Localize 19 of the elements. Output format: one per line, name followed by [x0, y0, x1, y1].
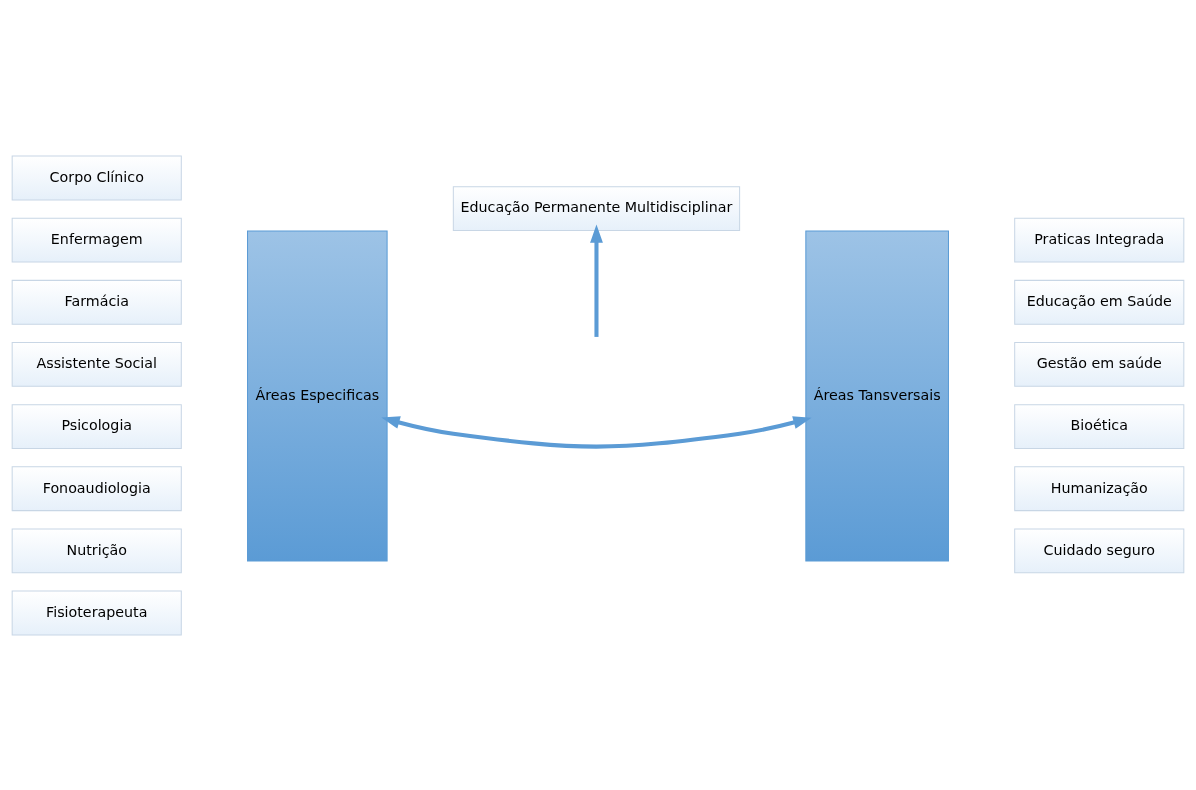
node-box: Áreas Especificas	[247, 229, 388, 562]
node-box: Educação em Saúde	[1014, 279, 1185, 325]
node-box: Nutrição	[11, 527, 182, 573]
node-box: Fonoaudiologia	[11, 465, 182, 511]
node-box: Corpo Clínico	[11, 155, 182, 200]
node-box: Farmácia	[11, 279, 182, 325]
node-box: Educação Permanente Multidisciplinar	[452, 185, 741, 231]
arrow	[590, 223, 603, 337]
node-box: Gestão em saúde	[1014, 341, 1185, 387]
node-box: Praticas Integrada	[1014, 217, 1185, 263]
node-box: Enfermagem	[11, 217, 182, 263]
node-box: Cuidado seguro	[1014, 527, 1185, 573]
node-box: Humanização	[1014, 465, 1185, 511]
node-box: Psicologia	[11, 403, 182, 449]
node-box: Bioética	[1014, 403, 1185, 449]
node-box: Assistente Social	[11, 341, 182, 387]
node-box: Fisioterapeuta	[11, 590, 182, 635]
arrow	[381, 415, 812, 449]
node-box: Áreas Tansversais	[805, 229, 949, 562]
